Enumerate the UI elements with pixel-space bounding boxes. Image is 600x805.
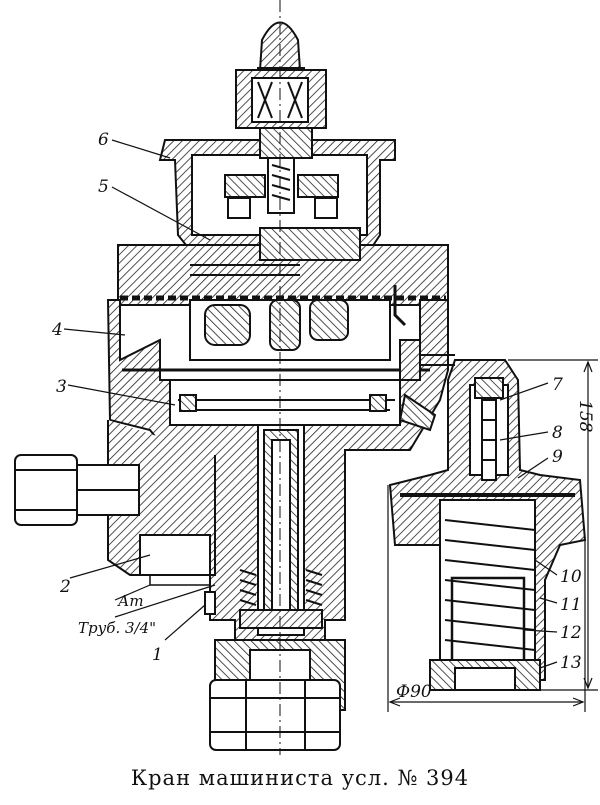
middle-body xyxy=(117,227,449,327)
part-label-3: 3 xyxy=(56,377,67,397)
part-label-7: 7 xyxy=(552,375,563,395)
part-label-12: 12 xyxy=(560,623,582,643)
pressure-regulator xyxy=(388,339,587,691)
part-labels: 1 2 3 4 5 6 7 8 9 10 11 12 13 xyxy=(51,130,582,673)
square-shank xyxy=(235,69,327,129)
height-dimension-label: 158 xyxy=(575,400,595,433)
figure-caption: Кран машиниста усл. № 394 xyxy=(130,766,470,790)
part-label-9: 9 xyxy=(552,447,563,467)
diameter-dimension-label: Ф90 xyxy=(396,682,432,702)
part-label-11: 11 xyxy=(560,595,582,615)
part-label-6: 6 xyxy=(98,130,109,150)
leader-lines xyxy=(63,139,558,669)
part-label-4: 4 xyxy=(51,320,63,340)
part-label-5: 5 xyxy=(98,177,109,197)
left-pipe-connection xyxy=(14,420,216,615)
atmosphere-port-label: Ат xyxy=(117,592,144,610)
part-label-1: 1 xyxy=(152,645,163,665)
diameter-dimension xyxy=(387,485,586,712)
pipe-size-label: Труб. 3/4" xyxy=(78,619,156,637)
bottom-nut xyxy=(209,679,341,751)
part-label-10: 10 xyxy=(560,567,582,587)
part-label-8: 8 xyxy=(552,423,563,443)
part-label-13: 13 xyxy=(560,653,582,673)
part-label-2: 2 xyxy=(59,577,71,597)
